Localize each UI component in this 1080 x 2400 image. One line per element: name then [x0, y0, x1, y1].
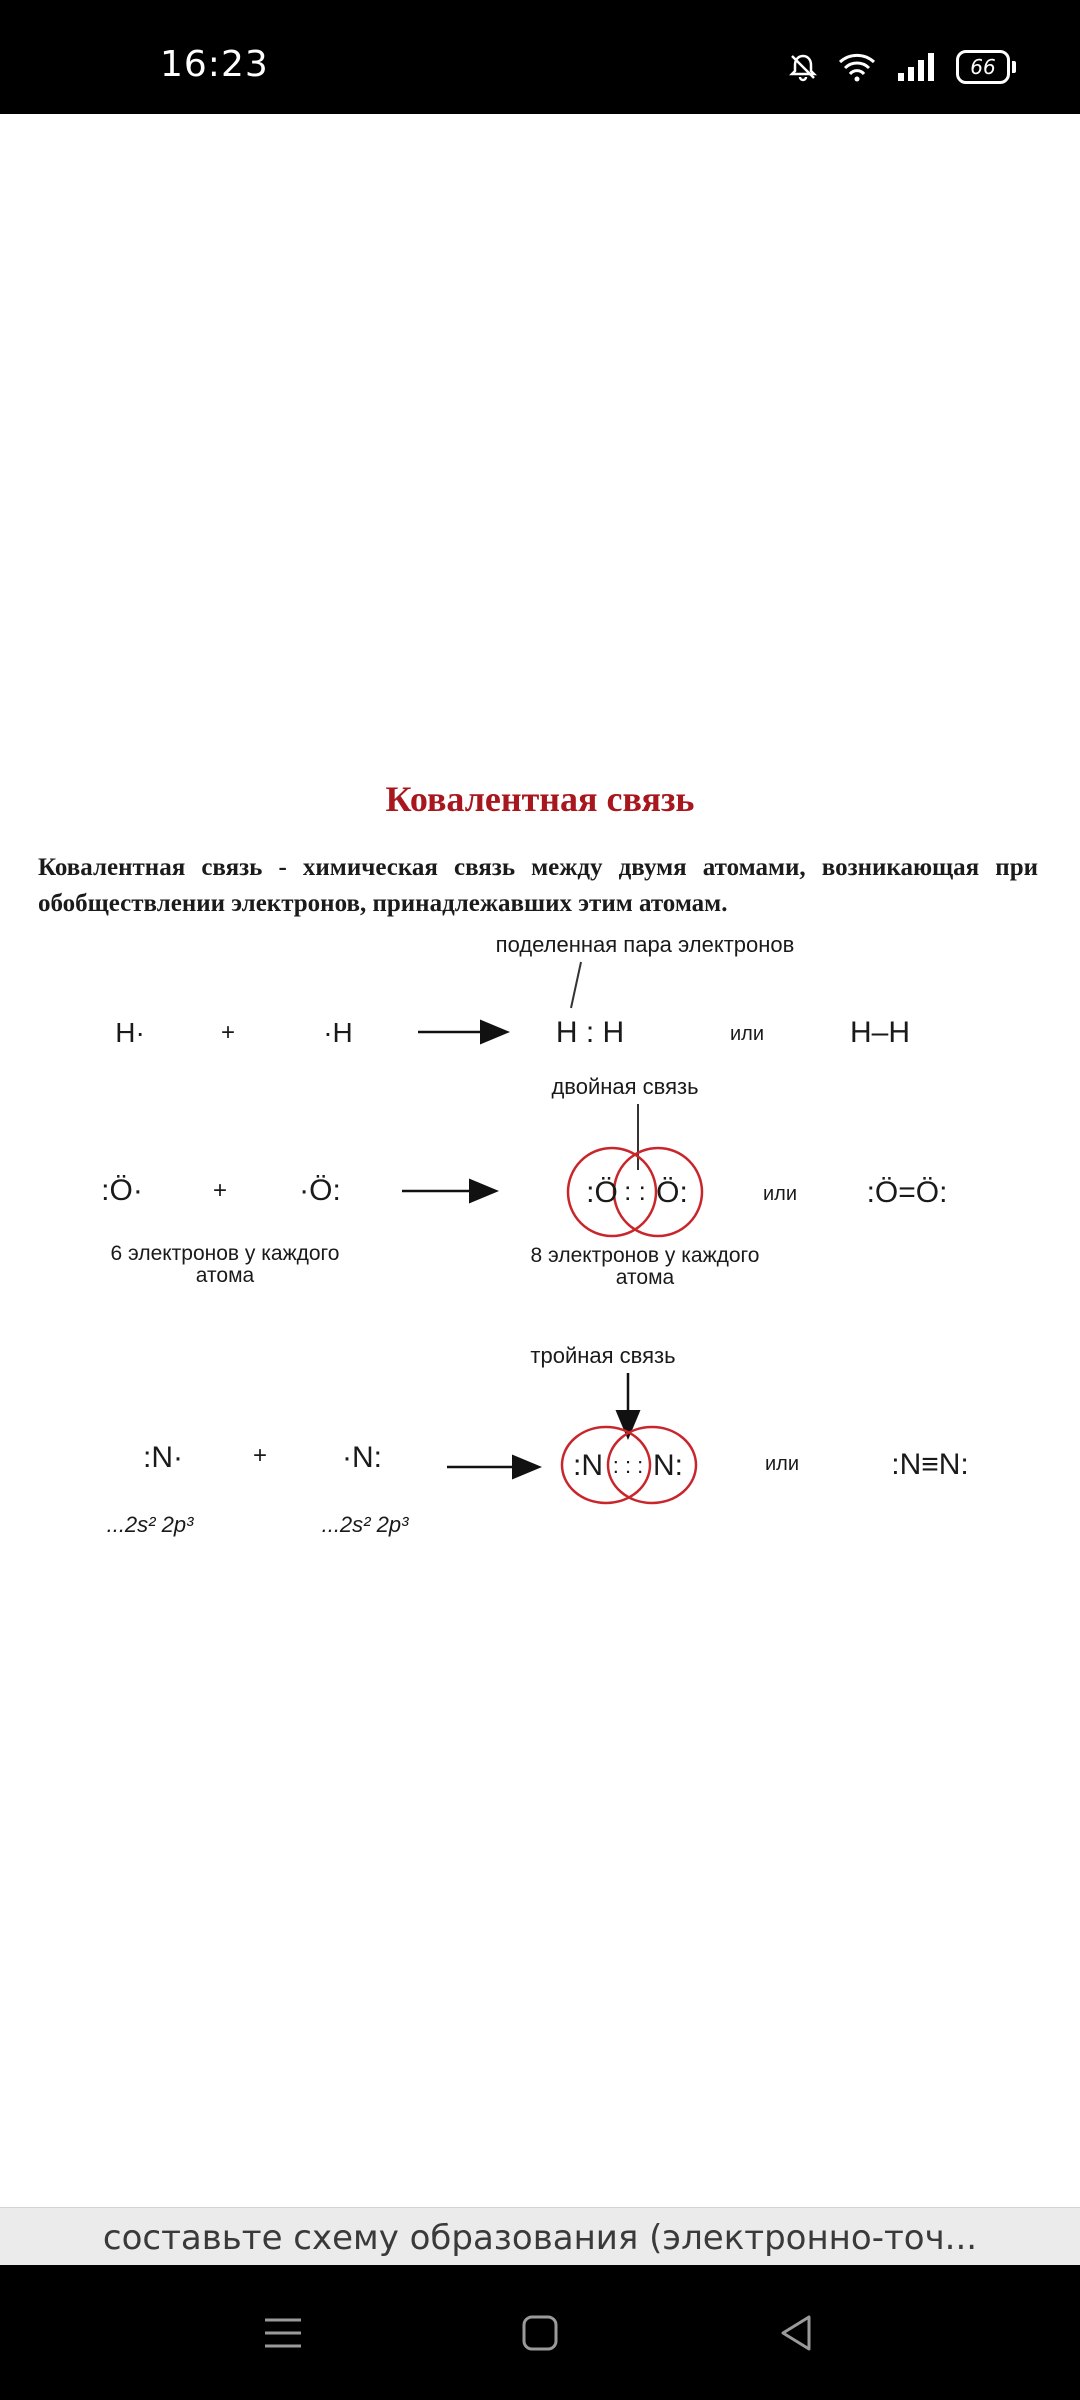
status-time: 16:23 — [160, 44, 269, 85]
wifi-icon — [838, 53, 876, 82]
or-label-o: или — [763, 1183, 797, 1205]
or-label-h: или — [730, 1023, 764, 1045]
caption-o-left-1: 6 электронов у каждого — [111, 1242, 340, 1265]
back-button[interactable] — [762, 2303, 832, 2363]
plus-n: + — [253, 1442, 267, 1469]
covalent-bond-diagram: поделенная пара электронов H· + ·H H : H… — [101, 932, 969, 1537]
home-button[interactable] — [505, 2303, 575, 2363]
label-triple-bond: тройная связь — [530, 1343, 675, 1368]
home-icon — [522, 2315, 558, 2351]
caption-o-left-2: атома — [196, 1264, 255, 1287]
plus-h: + — [221, 1019, 235, 1046]
alt-n2: :N≡N: — [891, 1448, 969, 1481]
atom-n-left: :N· — [143, 1441, 183, 1474]
product-h2: H : H — [556, 1016, 624, 1049]
or-label-n: или — [765, 1453, 799, 1475]
signal-icon — [898, 53, 934, 81]
caption-o-product-2: атома — [616, 1266, 675, 1289]
alt-o2: :Ö=Ö: — [867, 1176, 948, 1209]
label-double-bond: двойная связь — [551, 1074, 698, 1099]
electron-ring-o-right — [612, 1146, 704, 1238]
battery-icon: 66 — [956, 50, 1016, 84]
product-n-right: N: — [653, 1449, 683, 1482]
electron-ring-o-left — [566, 1146, 658, 1238]
product-n-shared: : : : — [613, 1453, 644, 1478]
electron-ring-n-left — [560, 1425, 652, 1505]
question-caption-bar[interactable]: составьте схему образования (электронно-… — [0, 2207, 1080, 2266]
battery-level: 66 — [970, 55, 996, 79]
document-title: Ковалентная связь — [385, 779, 695, 819]
label-shared-pair-pointer — [570, 961, 582, 1009]
status-bar: 16:23 66 — [0, 0, 1080, 114]
label-shared-pair: поделенная пара электронов — [496, 932, 795, 957]
atom-n-right: ·N: — [342, 1441, 382, 1474]
document-definition: Ковалентная связь - химическая связь меж… — [38, 854, 1038, 917]
menu-icon — [265, 2318, 301, 2348]
atom-h-left: H· — [115, 1017, 145, 1048]
back-icon — [781, 2315, 811, 2351]
bell-off-icon — [788, 54, 818, 82]
atom-h-right: ·H — [323, 1017, 353, 1048]
atom-o-right: ·Ö: — [299, 1174, 341, 1207]
question-caption-text[interactable]: составьте схему образования (электронно-… — [102, 2218, 978, 2258]
product-n-left: :N — [573, 1449, 603, 1482]
alt-h2: H–H — [850, 1016, 910, 1049]
caption-o-product-1: 8 электронов у каждого — [531, 1244, 760, 1267]
electron-ring-n-right — [606, 1425, 698, 1505]
product-o-right: Ö: — [656, 1176, 688, 1209]
product-o-shared: : : — [624, 1176, 646, 1206]
menu-button[interactable] — [248, 2303, 318, 2363]
plus-o: + — [213, 1177, 227, 1204]
config-n-left: ...2s² 2p³ — [107, 1512, 194, 1537]
config-n-right: ...2s² 2p³ — [322, 1512, 409, 1537]
navigation-bar — [0, 2265, 1080, 2400]
atom-o-left: :Ö· — [101, 1174, 143, 1207]
product-o-left: :Ö — [586, 1176, 618, 1209]
status-icons: 66 — [788, 50, 1016, 84]
